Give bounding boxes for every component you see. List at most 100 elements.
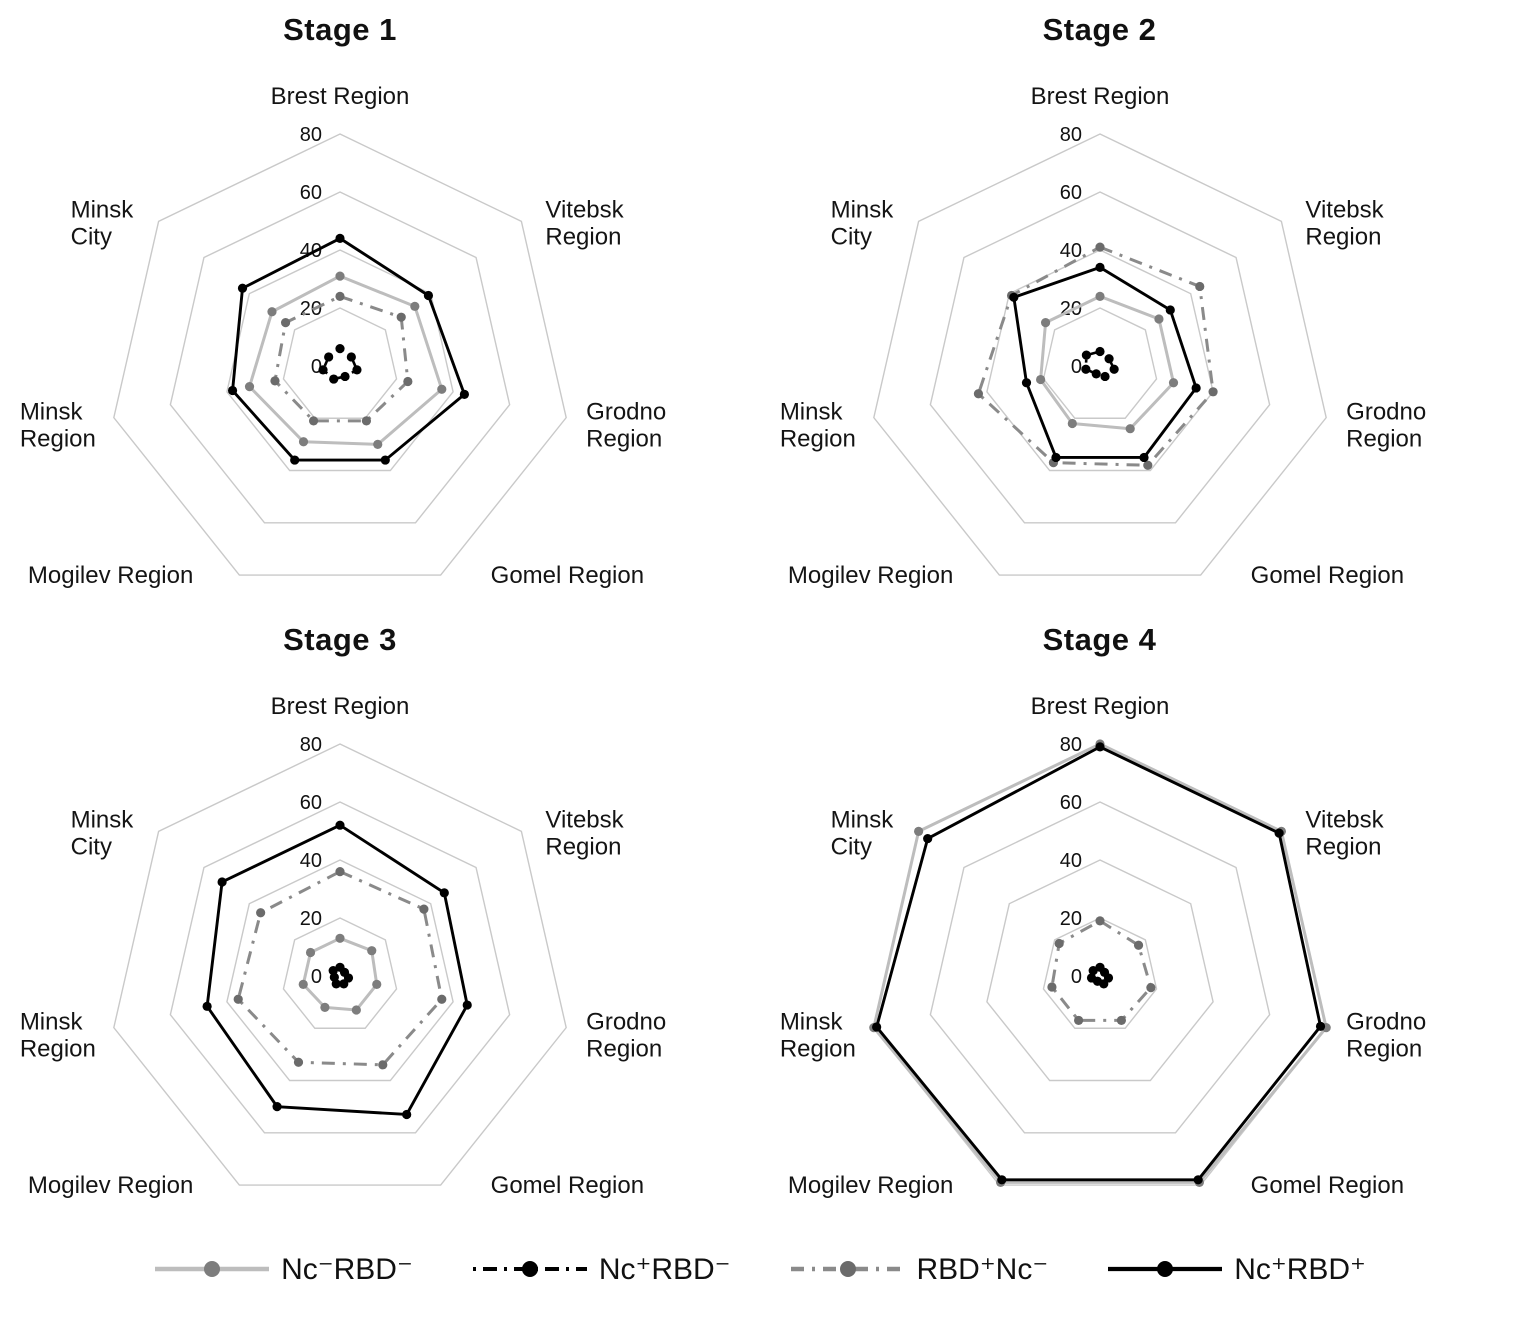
series-marker-nc_neg_rbd_neg bbox=[367, 946, 377, 956]
legend-line-sample-nc-pos-rbd-neg bbox=[472, 1261, 587, 1277]
series-line-nc_pos_rbd_pos bbox=[874, 745, 1322, 1182]
axis-label-minsk-region: Minsk bbox=[20, 399, 84, 426]
axis-label-vitebsk-region: Vitebsk bbox=[545, 196, 624, 223]
series-marker-nc_neg_rbd_neg bbox=[373, 439, 383, 449]
series-marker-nc_neg_rbd_neg bbox=[372, 979, 382, 989]
series-marker-nc_pos_rbd_neg bbox=[328, 965, 338, 976]
series-marker-rbd_pos_nc_neg bbox=[1145, 983, 1155, 993]
legend-item-rbd-pos-nc-neg: RBD⁺Nc⁻ bbox=[789, 1252, 1049, 1287]
legend-label-rbd-pos-nc-neg: RBD⁺Nc⁻ bbox=[916, 1252, 1049, 1286]
series-marker-rbd_pos_nc_neg bbox=[396, 312, 406, 322]
series-line-rbd_pos_nc_neg bbox=[273, 294, 410, 423]
series-marker-nc_neg_rbd_neg bbox=[1040, 318, 1050, 328]
series-marker-nc_pos_rbd_pos bbox=[996, 1175, 1006, 1185]
series-marker-rbd_pos_nc_neg bbox=[1194, 281, 1204, 292]
series-marker-rbd_pos_nc_neg bbox=[293, 1057, 304, 1067]
chart-legend: Nc⁻RBD⁻ Nc⁺RBD⁻ RBD⁺Nc⁻ Nc⁺RBD⁺ bbox=[0, 1220, 1519, 1328]
axis-label-vitebsk-region: Region bbox=[1305, 223, 1381, 250]
series-marker-nc_pos_rbd_neg bbox=[1091, 369, 1101, 379]
axis-label-mogilev-region: Mogilev Region bbox=[787, 1172, 952, 1199]
axis-label-mogilev-region: Mogilev Region bbox=[787, 562, 952, 589]
axis-label-minsk-region: Region bbox=[779, 426, 855, 453]
series-marker-rbd_pos_nc_neg bbox=[1094, 242, 1105, 252]
chart-title-stage-3: Stage 3 bbox=[283, 622, 397, 657]
series-line-nc_neg_rbd_neg bbox=[301, 936, 379, 1012]
series-marker-rbd_pos_nc_neg bbox=[1094, 916, 1105, 926]
series-marker-rbd_pos_nc_neg bbox=[256, 908, 266, 918]
axis-label-vitebsk-region: Region bbox=[545, 833, 621, 860]
grid-ring bbox=[113, 743, 567, 1186]
series-marker-nc_neg_rbd_neg bbox=[410, 301, 420, 311]
axis-label-minsk-city: Minsk bbox=[830, 806, 894, 833]
radial-tick-label: 0 bbox=[311, 966, 322, 988]
grid-ring bbox=[929, 191, 1270, 524]
axis-label-grodno-region: Region bbox=[586, 1036, 662, 1063]
series-marker-nc_pos_rbd_pos bbox=[380, 455, 390, 465]
series-marker-nc_neg_rbd_neg bbox=[1067, 418, 1077, 429]
series-marker-nc_pos_rbd_pos bbox=[335, 233, 345, 243]
series-marker-nc_pos_rbd_neg bbox=[346, 352, 356, 362]
axis-label-vitebsk-region: Region bbox=[1305, 833, 1381, 860]
axis-label-vitebsk-region: Vitebsk bbox=[1305, 196, 1384, 223]
axis-label-brest-region: Brest Region bbox=[1030, 693, 1169, 720]
series-marker-nc_pos_rbd_neg bbox=[335, 344, 345, 354]
radial-tick-label: 60 bbox=[1059, 792, 1081, 814]
axis-label-minsk-region: Region bbox=[20, 1036, 96, 1063]
series-line-rbd_pos_nc_neg bbox=[236, 870, 444, 1067]
series-marker-nc_neg_rbd_neg bbox=[1153, 314, 1164, 324]
series-marker-nc_pos_rbd_pos bbox=[1050, 452, 1061, 463]
series-marker-nc_pos_rbd_pos bbox=[1315, 1021, 1325, 1031]
axis-label-gomel-region: Gomel Region bbox=[491, 562, 644, 589]
radial-tick-label: 40 bbox=[300, 850, 322, 872]
series-marker-nc_neg_rbd_neg bbox=[1094, 291, 1105, 301]
series-marker-nc_pos_rbd_pos bbox=[1094, 262, 1105, 272]
series-marker-nc_pos_rbd_pos bbox=[1165, 305, 1175, 315]
axis-label-grodno-region: Grodno bbox=[586, 399, 666, 426]
series-marker-rbd_pos_nc_neg bbox=[335, 867, 345, 877]
series-line-nc_pos_rbd_pos bbox=[1011, 265, 1198, 459]
legend-line-sample-rbd-pos-nc-neg bbox=[790, 1261, 905, 1277]
grid-ring bbox=[985, 859, 1214, 1082]
series-marker-nc_pos_rbd_neg bbox=[329, 374, 339, 384]
series-marker-nc_neg_rbd_neg bbox=[298, 437, 309, 447]
series-marker-nc_neg_rbd_neg bbox=[305, 947, 316, 958]
series-marker-nc_neg_rbd_neg bbox=[913, 826, 923, 836]
axis-label-gomel-region: Gomel Region bbox=[491, 1172, 644, 1199]
grid-ring bbox=[1042, 917, 1157, 1029]
series-marker-nc_pos_rbd_pos bbox=[1008, 292, 1018, 302]
radial-tick-label: 40 bbox=[1059, 240, 1081, 262]
axis-label-grodno-region: Grodno bbox=[586, 1009, 666, 1036]
axis-label-vitebsk-region: Region bbox=[545, 223, 621, 250]
series-marker-nc_pos_rbd_pos bbox=[402, 1109, 412, 1120]
series-marker-nc_pos_rbd_pos bbox=[1191, 383, 1201, 393]
axis-label-grodno-region: Grodno bbox=[1346, 399, 1426, 426]
axis-label-minsk-region: Minsk bbox=[779, 1009, 843, 1036]
series-marker-nc_pos_rbd_pos bbox=[459, 389, 470, 399]
series-marker-nc_pos_rbd_pos bbox=[290, 455, 300, 465]
radial-tick-label: 0 bbox=[311, 356, 322, 378]
series-marker-nc_pos_rbd_neg bbox=[1086, 973, 1096, 983]
grid-ring bbox=[282, 307, 398, 419]
series-marker-nc_pos_rbd_pos bbox=[1193, 1175, 1203, 1185]
axis-label-grodno-region: Region bbox=[1346, 1036, 1422, 1063]
series-line-nc_neg_rbd_neg bbox=[248, 274, 444, 446]
series-marker-nc_pos_rbd_pos bbox=[462, 1000, 472, 1010]
series-line-nc_neg_rbd_neg bbox=[1038, 294, 1175, 431]
series-marker-rbd_pos_nc_neg bbox=[1073, 1015, 1083, 1026]
series-marker-nc_pos_rbd_pos bbox=[335, 820, 345, 830]
axis-label-gomel-region: Gomel Region bbox=[1250, 1172, 1403, 1199]
axis-label-grodno-region: Region bbox=[586, 426, 662, 453]
grid-ring bbox=[1042, 307, 1157, 419]
chart-title-stage-1: Stage 1 bbox=[283, 12, 397, 47]
chart-title-stage-4: Stage 4 bbox=[1042, 622, 1157, 657]
chart-title-stage-2: Stage 2 bbox=[1042, 12, 1157, 47]
series-marker-nc_neg_rbd_neg bbox=[1035, 374, 1045, 385]
axis-label-minsk-city: City bbox=[71, 223, 112, 250]
radial-tick-label: 60 bbox=[300, 792, 322, 814]
radial-tick-label: 40 bbox=[1059, 850, 1081, 872]
grid-ring bbox=[929, 801, 1270, 1134]
series-marker-nc_pos_rbd_pos bbox=[272, 1102, 282, 1112]
axis-label-gomel-region: Gomel Region bbox=[1250, 562, 1403, 589]
legend-item-nc-pos-rbd-pos: Nc⁺RBD⁺ bbox=[1106, 1252, 1366, 1287]
